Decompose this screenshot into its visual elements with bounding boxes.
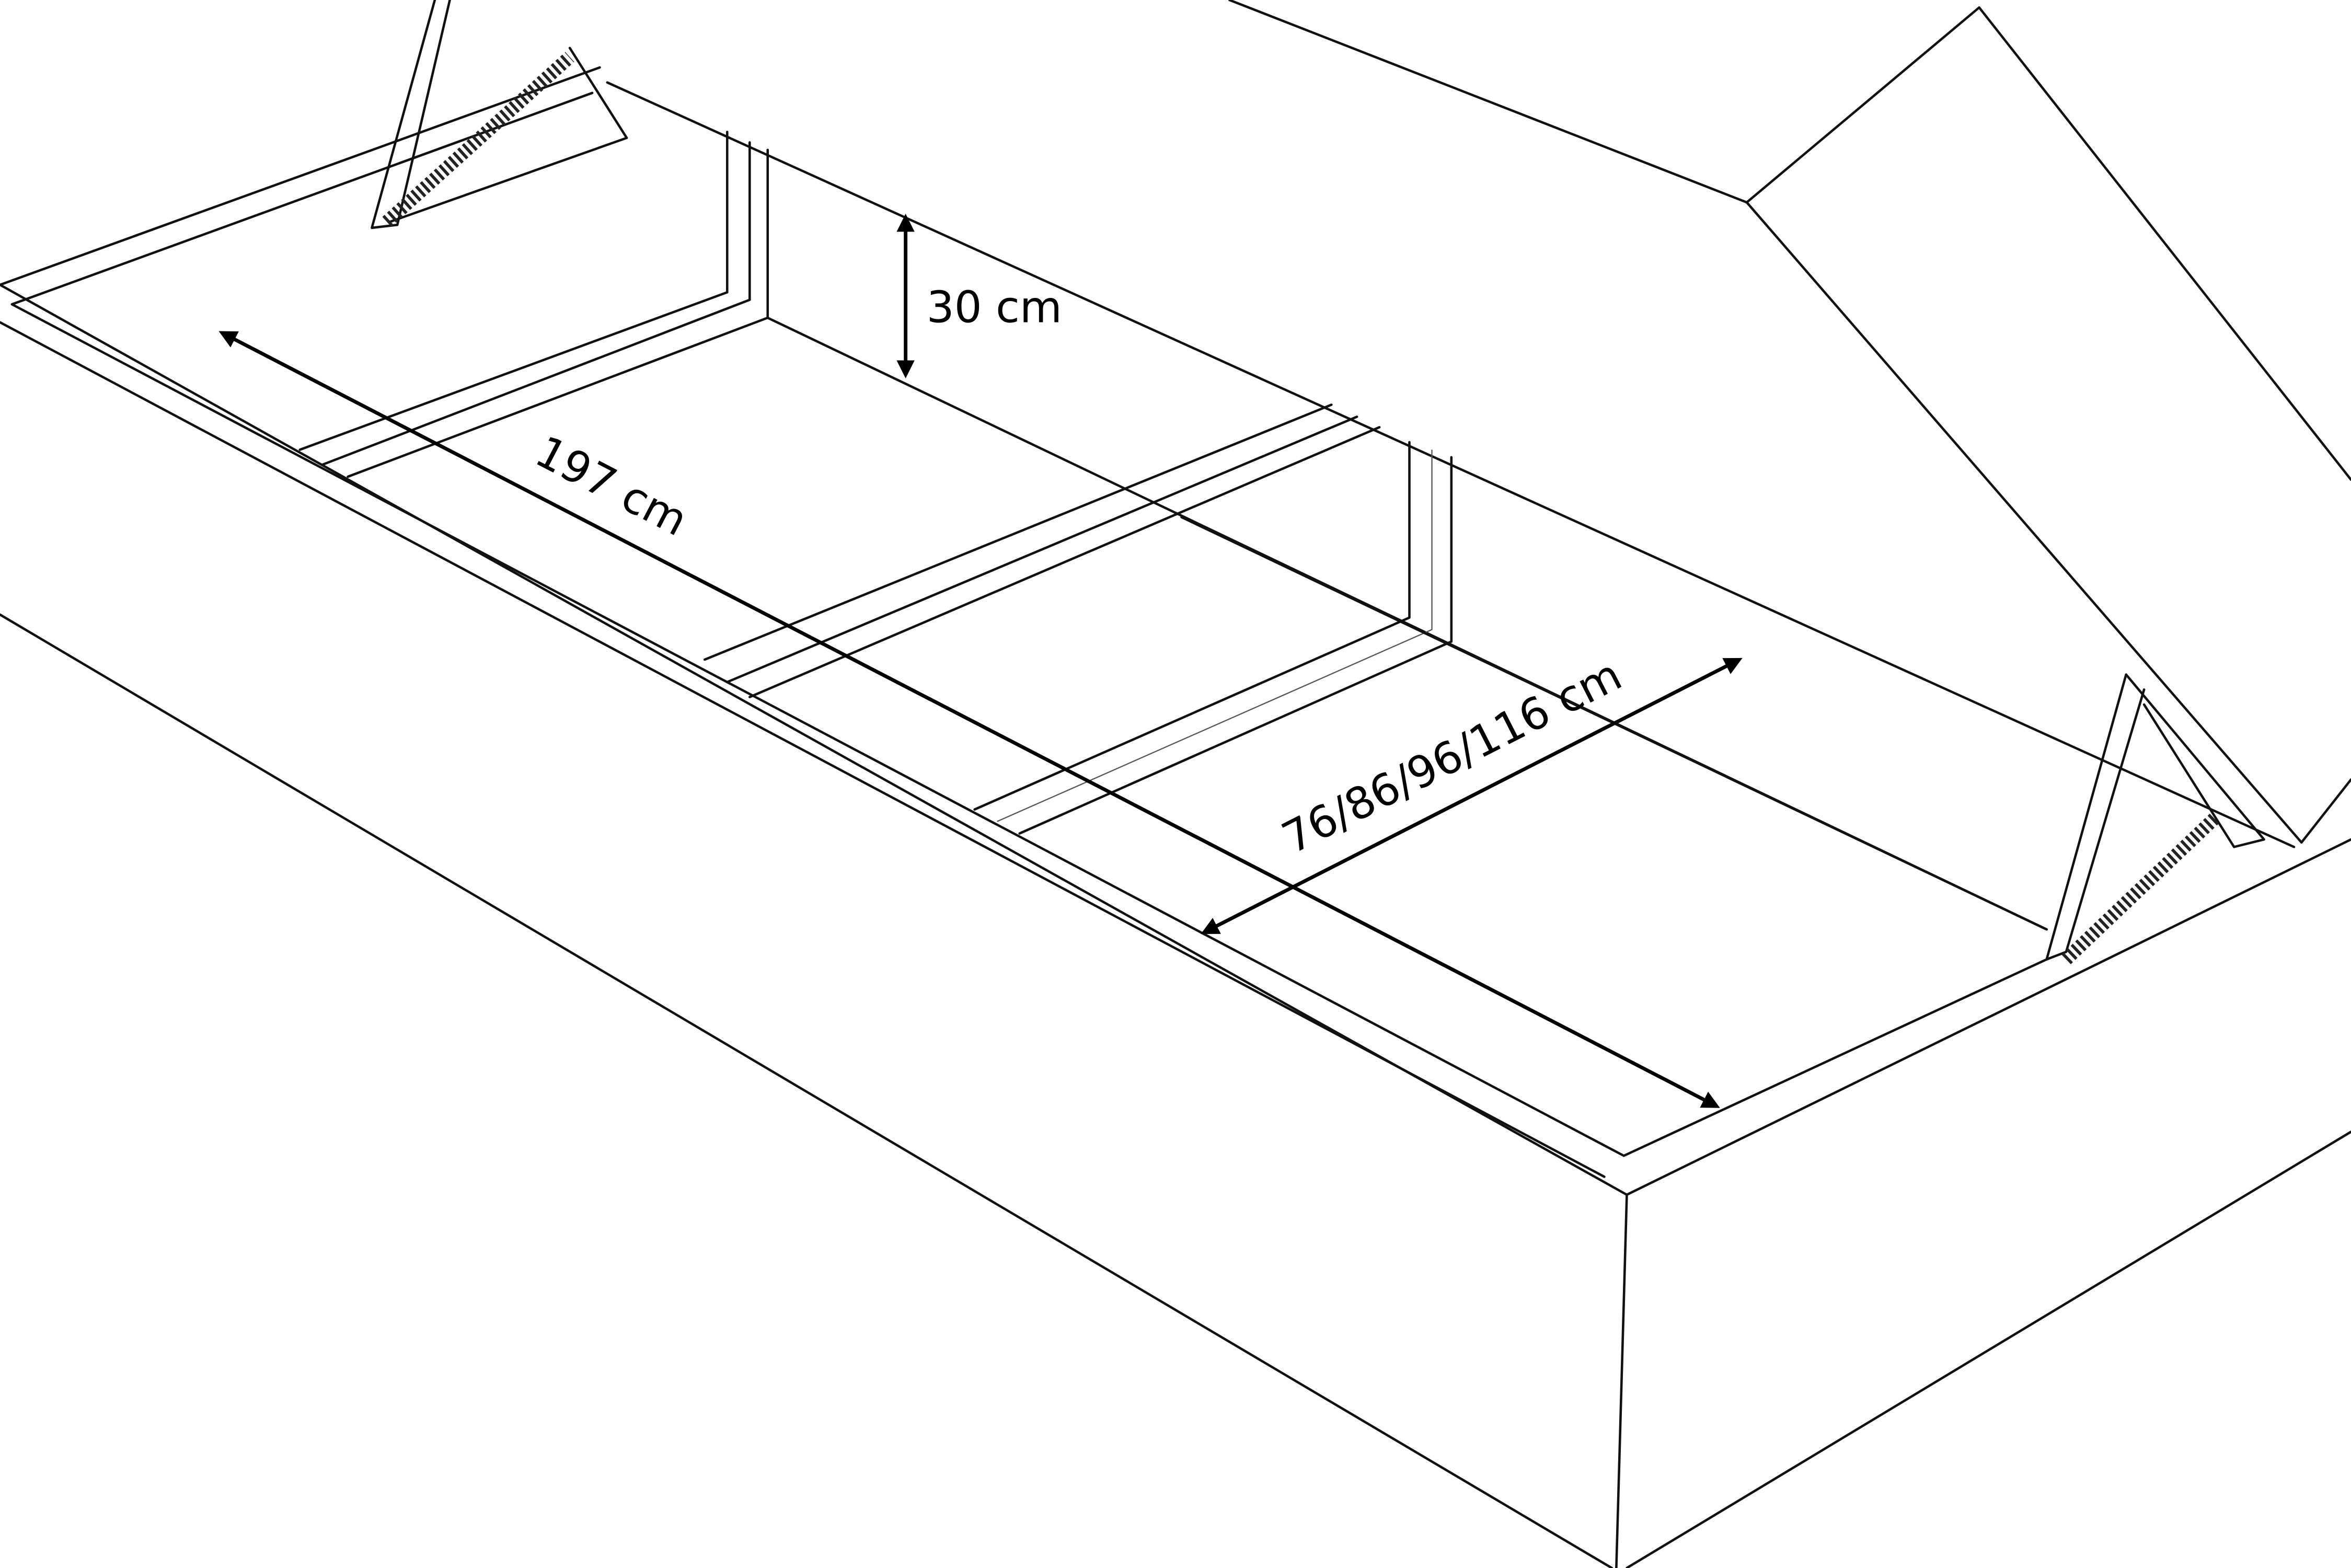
width-dimension: 76/86/96/116 cm (1201, 649, 1743, 935)
storage-compartment (298, 131, 2048, 931)
length-label: 197 cm (527, 426, 696, 546)
bed-base-frame (0, 66, 2351, 1568)
width-label: 76/86/96/116 cm (1274, 649, 1630, 863)
gas-lift-mechanism-left (371, 0, 628, 229)
lifted-mattress-platform (1228, 0, 2351, 844)
gas-lift-mechanism-right (2045, 673, 2265, 964)
height-dimension: 30 cm (896, 213, 1062, 378)
height-label: 30 cm (927, 282, 1062, 333)
